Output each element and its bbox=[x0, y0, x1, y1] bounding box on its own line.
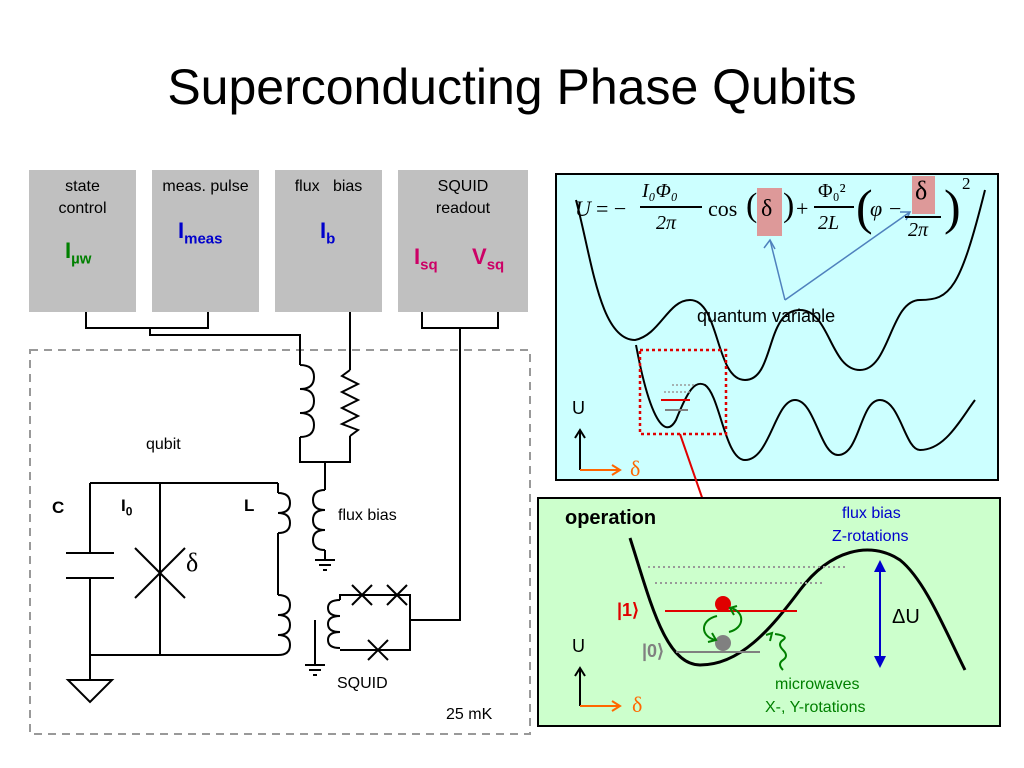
flux-bias-rotation-label-1: flux bias bbox=[842, 505, 901, 522]
control-lines-wire bbox=[85, 312, 209, 329]
equation-delta: δ bbox=[761, 196, 773, 222]
equation-equals: = − bbox=[596, 196, 627, 221]
potential-axis-y-label: U bbox=[572, 398, 585, 418]
operation-title: operation bbox=[565, 507, 657, 529]
squid-junction-3 bbox=[367, 639, 389, 661]
state-control-symbol: Iµw bbox=[65, 238, 92, 268]
operation-well-curve bbox=[628, 537, 967, 671]
state-control-box: state control Iµw bbox=[29, 170, 136, 312]
ground-state-dot bbox=[715, 635, 731, 651]
equation-frac1-den: 2π bbox=[656, 212, 677, 234]
meas-pulse-box: meas. pulse Imeas bbox=[152, 170, 259, 312]
squid-current-symbol: Isq bbox=[414, 244, 438, 274]
flux-bias-box: flux bias Ib bbox=[275, 170, 382, 312]
microwaves-label-1: microwaves bbox=[775, 676, 860, 693]
equation-plus: + bbox=[796, 196, 809, 221]
operation-axis-y-label: U bbox=[572, 636, 585, 656]
equation-paren-big-close: ) bbox=[944, 179, 961, 235]
equation-minus: − bbox=[889, 196, 902, 221]
state-one-label: |1⟩ bbox=[617, 600, 640, 620]
excited-state-dot bbox=[715, 596, 731, 612]
flux-bias-coil bbox=[311, 489, 326, 551]
squid-voltage-symbol: Vsq bbox=[472, 244, 505, 274]
equation-paren-open: ( bbox=[746, 187, 758, 224]
squid-label: SQUID bbox=[337, 675, 388, 692]
temperature-label: 25 mK bbox=[446, 706, 493, 723]
equation-cos: cos bbox=[708, 196, 738, 221]
quantum-variable-annotation: quantum variable bbox=[697, 306, 836, 326]
squid-junction-1 bbox=[351, 584, 373, 606]
equation-phi: φ bbox=[870, 196, 883, 221]
highlight-delta-2 bbox=[912, 176, 935, 214]
potential-washboard-curve bbox=[635, 344, 976, 462]
equation-frac3-num: δ bbox=[915, 176, 928, 205]
equation-frac1-bar bbox=[640, 206, 702, 208]
equation-frac3-bar bbox=[905, 216, 941, 218]
inductance-label: L bbox=[244, 496, 255, 515]
microwaves-label-2: X-, Y-rotations bbox=[765, 699, 866, 716]
ground-symbol bbox=[65, 679, 115, 704]
state-zero-label: |0⟩ bbox=[642, 641, 665, 661]
coupling-inductor bbox=[299, 364, 316, 438]
flux-bias-rotation-label-2: Z-rotations bbox=[832, 528, 909, 545]
equation-power: 2 bbox=[962, 174, 971, 193]
qubit-label: qubit bbox=[146, 436, 181, 453]
equation-frac2-num: Φ₀² bbox=[818, 180, 846, 202]
equation-frac3-den: 2π bbox=[908, 219, 929, 241]
equation-frac2-bar bbox=[814, 206, 854, 208]
loop-inductor-lower bbox=[277, 594, 292, 656]
equation-paren-close: ) bbox=[783, 187, 795, 224]
phase-delta-label: δ bbox=[186, 548, 199, 577]
delta-u-label: ΔU bbox=[892, 606, 920, 628]
page-title: Superconducting Phase Qubits bbox=[167, 59, 857, 115]
equation-paren-big-open: ( bbox=[856, 179, 873, 235]
flux-bias-label: flux bias bbox=[294, 178, 363, 195]
equation-frac1-num: I₀Φ₀ bbox=[642, 180, 678, 202]
squid-junction-2 bbox=[386, 584, 408, 606]
flux-bias-coil-label: flux bias bbox=[338, 507, 397, 524]
bias-resistor bbox=[339, 369, 361, 437]
equation-frac2-den: 2L bbox=[818, 212, 840, 234]
zoom-box bbox=[638, 348, 728, 436]
potential-upper-curve bbox=[575, 189, 986, 382]
transition-arrow-up bbox=[728, 607, 743, 633]
squid-coupling-coil bbox=[326, 599, 341, 649]
junction-cross-b bbox=[134, 547, 186, 599]
microwave-squiggle bbox=[774, 633, 787, 671]
capacitor-label: C bbox=[52, 498, 65, 517]
state-control-label: state control bbox=[58, 178, 107, 217]
meas-pulse-symbol: Imeas bbox=[178, 218, 223, 248]
flux-bias-symbol: Ib bbox=[320, 218, 336, 248]
operation-axis-x-label: δ bbox=[632, 692, 643, 717]
potential-equation: U bbox=[575, 196, 591, 221]
critical-current-label: I0 bbox=[121, 496, 133, 519]
meas-pulse-label: meas. pulse bbox=[162, 178, 249, 195]
potential-axis-x-label: δ bbox=[630, 456, 641, 481]
control-to-coil-wire bbox=[149, 328, 301, 350]
squid-readout-box: SQUID readout Isq Vsq bbox=[398, 170, 528, 312]
squid-readout-label: SQUID readout bbox=[435, 178, 491, 217]
cryostat-boundary bbox=[29, 349, 531, 735]
loop-inductor-upper bbox=[277, 492, 292, 534]
readout-wire bbox=[420, 328, 461, 621]
highlight-delta-1 bbox=[757, 188, 782, 236]
transition-arrow-down bbox=[703, 615, 718, 641]
